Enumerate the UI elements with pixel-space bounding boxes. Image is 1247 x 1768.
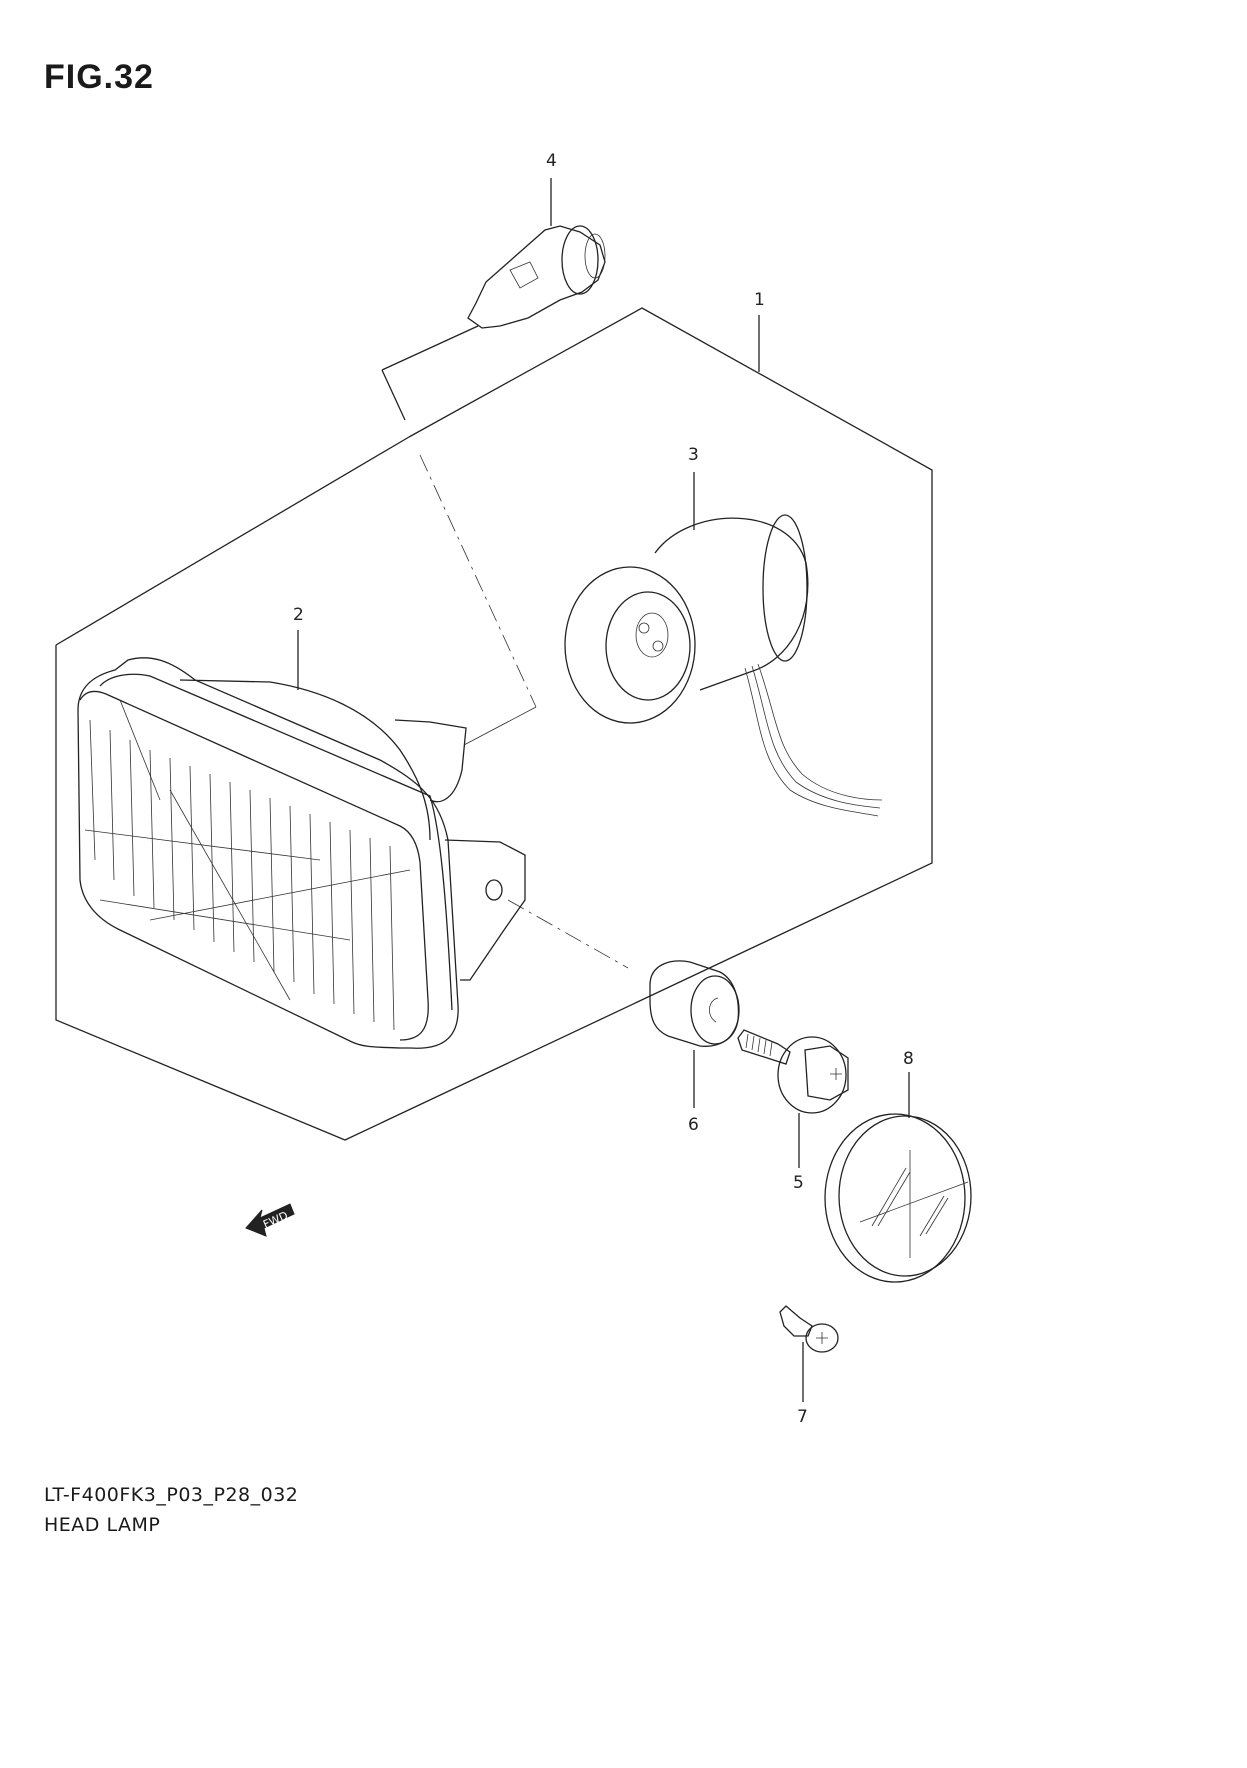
bolt-part [737, 1029, 849, 1168]
part-label-1: 1 [754, 290, 765, 310]
fwd-label: FWD [261, 1209, 290, 1231]
part-labels: 1 2 3 4 5 6 7 8 [293, 151, 914, 1427]
part-label-8: 8 [903, 1049, 914, 1069]
part-label-6: 6 [688, 1115, 699, 1135]
cover-part [824, 1072, 972, 1283]
part-label-2: 2 [293, 605, 304, 625]
part-label-5: 5 [793, 1173, 804, 1193]
part-label-4: 4 [546, 151, 557, 171]
fwd-direction-marker: FWD [245, 1203, 295, 1237]
head-lamp-exploded-diagram: FWD 1 2 3 4 5 6 7 8 [55, 151, 972, 1427]
screw-part [779, 1305, 839, 1402]
guide-lines [419, 454, 629, 969]
assembly-outline [55, 307, 933, 1141]
headlamp-part [77, 630, 526, 1049]
assembly-name: HEAD LAMP [44, 1514, 161, 1536]
figure-title: FIG.32 [44, 58, 154, 96]
grommet-part [649, 960, 740, 1108]
part-label-7: 7 [797, 1407, 808, 1427]
model-code: LT-F400FK3_P03_P28_032 [44, 1484, 299, 1506]
socket-part [564, 472, 883, 817]
part-label-3: 3 [688, 445, 699, 465]
bulb-part [381, 178, 606, 421]
